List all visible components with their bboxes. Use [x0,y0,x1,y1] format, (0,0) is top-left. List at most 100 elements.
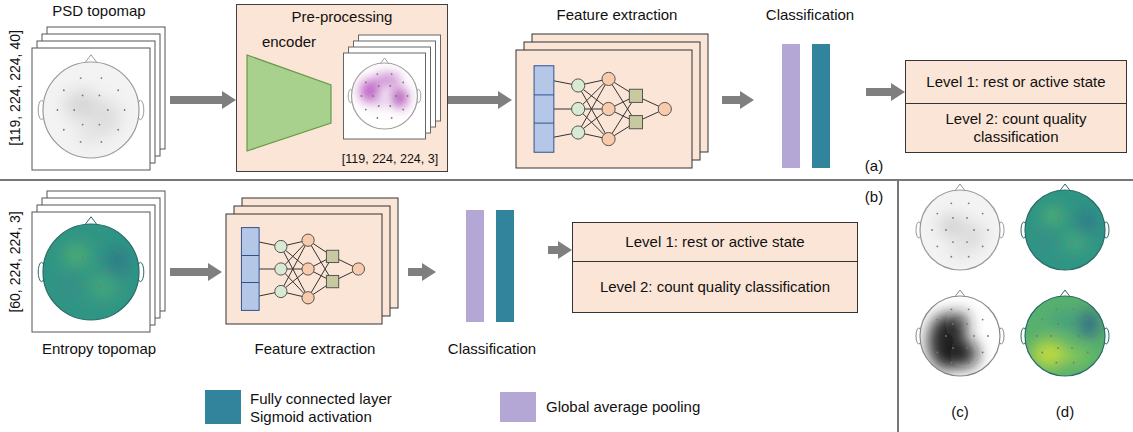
drawing-part [275,240,287,252]
drawing-part [108,248,127,277]
drawing-part [950,362,952,364]
drawing-part [99,95,101,97]
drawing-part [1025,296,1105,376]
legend-text: Global average pooling [546,398,746,416]
drawing-part [1063,232,1087,252]
drawing-part [391,88,408,108]
drawing-part [968,308,970,310]
sheet-stack [32,191,165,332]
drawing-part [43,224,139,320]
drawing-part [63,129,65,131]
drawing-part [1092,229,1094,231]
drawing-part [241,228,259,311]
drawing-part [376,117,378,119]
drawing-part [344,53,426,139]
panel-letter: (a) [865,157,883,175]
layer-bars: Classification [436,190,548,360]
topomap-head [38,55,144,158]
drawing-part [226,214,382,324]
drawing-part [602,72,615,85]
drawing-part [57,271,59,273]
drawing-part [1055,256,1057,258]
drawing-part [99,257,101,259]
drawing-part [1087,319,1089,321]
drawing-part [1092,335,1094,337]
feature-map-stack: [119, 224, 224, 3] [335,27,445,169]
drawing-part [931,335,933,337]
process-box: Pre-processingencoder[119, 224, 224, 3] [236,4,448,172]
panel-letter: (b) [865,188,883,206]
drawing-part [32,212,150,332]
layer-bars: Classification [754,4,866,172]
drawing-part [1087,352,1089,354]
drawing-part [1031,310,1099,368]
drawing-part [1025,190,1105,270]
drawing-part [63,251,65,253]
legend-text: Fully connected layer Sigmoid activation [250,390,415,426]
output-box: Level 2: count quality classification [572,261,858,313]
drawing-part [407,95,409,97]
node-label: [119, 224, 224, 3] [342,152,438,167]
sheet-stack [516,34,708,168]
drawing-part [936,213,938,215]
drawing-part [57,277,76,296]
drawing-part [920,296,1000,376]
drawing-part [936,352,938,354]
drawing-part [920,296,1000,376]
drawing-part [360,73,408,108]
drawing-part [73,109,75,111]
drawing-part [372,95,374,97]
node-label: PSD topomap [52,2,145,20]
drawing-part [63,89,65,91]
flow-arrow [548,246,558,254]
drawing-part [378,85,380,87]
drawing-part [920,190,1000,270]
drawing-part [966,347,968,349]
drawing-part [43,62,139,158]
drawing-part [973,229,975,231]
drawing-part [534,66,554,152]
drawing-part [99,286,101,288]
pooling-bar [782,44,800,168]
legend-swatch [500,392,536,422]
drawing-part [938,214,984,258]
drawing-part [572,102,585,115]
drawing-part [1055,308,1057,310]
drawing-part [973,335,975,337]
output-box: Level 2: count quality classification [905,103,1127,153]
drawing-part [391,73,393,75]
output-box: Level 1: rest or active state [905,60,1127,104]
drawing-part [1073,256,1075,258]
node-label: Entropy topomap [42,340,156,358]
node-label: Feature extraction [255,340,376,358]
flow-arrow [866,88,891,96]
drawing-part [124,109,126,111]
drawing-part [1037,234,1053,250]
drawing-part [32,48,150,170]
pooling-bar [466,210,484,322]
drawing-part [966,217,968,219]
drawing-part [1041,319,1043,321]
drawing-part [1087,246,1089,248]
sheet-stack [344,35,441,139]
drawing-part [57,246,127,299]
drawing-part [602,133,615,146]
topomap-head [1021,184,1109,270]
drawing-part [945,229,947,231]
drawing-part [1037,208,1095,252]
drawing-part [968,362,970,364]
drawing-part [73,271,75,273]
drawing-part [1031,310,1099,368]
encoder-block: encoder [243,31,335,155]
drawing-part [1071,241,1073,243]
drawing-part [938,214,966,238]
divider [897,180,899,432]
drawing-part [936,319,938,321]
drawing-part [982,319,984,321]
drawing-part [80,77,82,79]
topomap-head [1021,290,1109,376]
drawing-part [352,263,364,275]
drawing-part [57,246,127,299]
drawing-part [1051,312,1079,328]
